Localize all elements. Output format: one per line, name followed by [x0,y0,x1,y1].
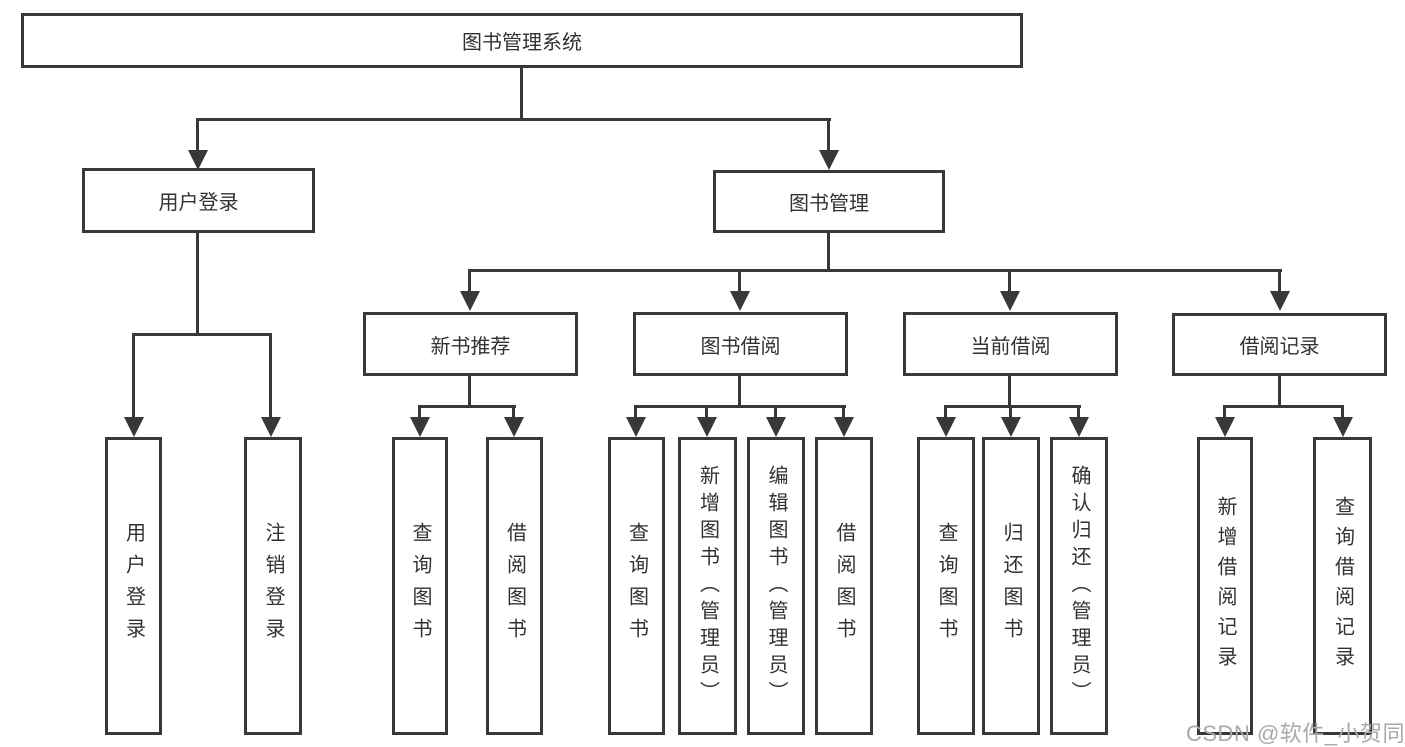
connector-line [1223,405,1344,408]
node-leaf-user-login: 用户登录 [105,437,162,735]
node-label: 当前借阅 [970,335,1051,358]
connector-line [1008,269,1011,293]
node-label: 查询图书 [935,522,957,650]
arrow-down-icon [730,291,750,311]
node-new-book-recommend: 新书推荐 [363,312,578,376]
connector-line [827,118,830,152]
node-current-borrowing: 当前借阅 [903,312,1118,376]
arrow-down-icon [766,417,786,437]
node-label: 确认归还（管理员） [1068,464,1090,708]
arrow-down-icon [1333,417,1353,437]
node-label: 归还图书 [1000,522,1022,650]
node-label: 图书借阅 [700,335,781,358]
connector-line [196,233,199,335]
arrow-down-icon [697,417,717,437]
connector-line [418,405,516,408]
node-leaf-query-books-recommend: 查询图书 [392,437,448,735]
node-leaf-query-borrow-record: 查询借阅记录 [1313,437,1372,735]
connector-line [1077,405,1080,421]
arrow-down-icon [1000,291,1020,311]
arrow-down-icon [410,417,430,437]
connector-line [512,405,515,421]
node-library-management-system: 图书管理系统 [21,13,1023,68]
node-label: 图书管理系统 [462,32,582,54]
arrow-down-icon [1001,417,1021,437]
arrow-down-icon [834,417,854,437]
node-label: 新书推荐 [430,335,511,358]
connector-line [705,405,708,421]
node-label: 编辑图书（管理员） [765,464,787,708]
connector-line [842,405,845,421]
connector-line [944,405,1081,408]
connector-line [418,405,421,421]
node-leaf-return-books: 归还图书 [982,437,1040,735]
connector-line [634,405,846,408]
connector-line [1341,405,1344,421]
connector-line [738,376,741,407]
arrow-down-icon [261,417,281,437]
node-label: 用户登录 [158,192,239,214]
connector-line [738,269,741,293]
node-label: 借阅图书 [833,522,855,650]
node-label: 借阅图书 [503,522,526,650]
node-leaf-add-books-admin: 新增图书（管理员） [678,437,737,735]
connector-line [1008,376,1011,407]
connector-line [944,405,947,421]
arrow-down-icon [1270,291,1290,311]
connector-line [132,333,135,419]
arrow-down-icon [936,417,956,437]
connector-line [196,118,199,152]
node-leaf-confirm-return-admin: 确认归还（管理员） [1050,437,1108,735]
connector-line [1278,269,1281,293]
node-leaf-edit-books-admin: 编辑图书（管理员） [747,437,805,735]
connector-line [132,333,272,336]
node-label: 借阅记录 [1239,336,1320,358]
connector-line [774,405,777,421]
node-label: 新增借阅记录 [1214,496,1236,676]
node-leaf-logout: 注销登录 [244,437,302,735]
node-leaf-borrow-books-recommend: 借阅图书 [486,437,543,735]
node-label: 查询图书 [409,522,431,650]
node-label: 注销登录 [262,522,284,650]
csdn-watermark: CSDN @软件_小贺同学 [1186,721,1405,746]
arrow-down-icon [626,417,646,437]
arrow-down-icon [504,417,524,437]
node-label: 图书管理 [789,193,869,215]
arrow-down-icon [188,150,208,170]
connector-line [520,68,523,120]
connector-line [1278,376,1281,407]
node-leaf-borrow-books: 借阅图书 [815,437,873,735]
arrow-down-icon [460,291,480,311]
arrow-down-icon [1215,417,1235,437]
arrow-down-icon [1069,417,1089,437]
node-leaf-add-borrow-record: 新增借阅记录 [1197,437,1253,735]
connector-line [468,376,471,407]
connector-line [197,118,831,121]
connector-line [468,269,1282,272]
connector-line [269,333,272,419]
node-book-borrowing: 图书借阅 [633,312,848,376]
node-label: 新增图书（管理员） [696,464,719,708]
arrow-down-icon [124,417,144,437]
node-label: 用户登录 [122,522,145,650]
connector-line [1223,405,1226,421]
node-user-login: 用户登录 [82,168,315,233]
node-book-management: 图书管理 [713,170,945,233]
node-label: 查询借阅记录 [1331,496,1354,676]
node-borrow-records: 借阅记录 [1172,313,1387,376]
node-leaf-query-books-current: 查询图书 [917,437,975,735]
arrow-down-icon [819,150,839,170]
node-leaf-query-books-borrowing: 查询图书 [608,437,665,735]
connector-line [634,405,637,421]
connector-line [827,233,830,271]
connector-line [468,269,471,293]
connector-line [1009,405,1012,421]
node-label: 查询图书 [625,522,648,650]
